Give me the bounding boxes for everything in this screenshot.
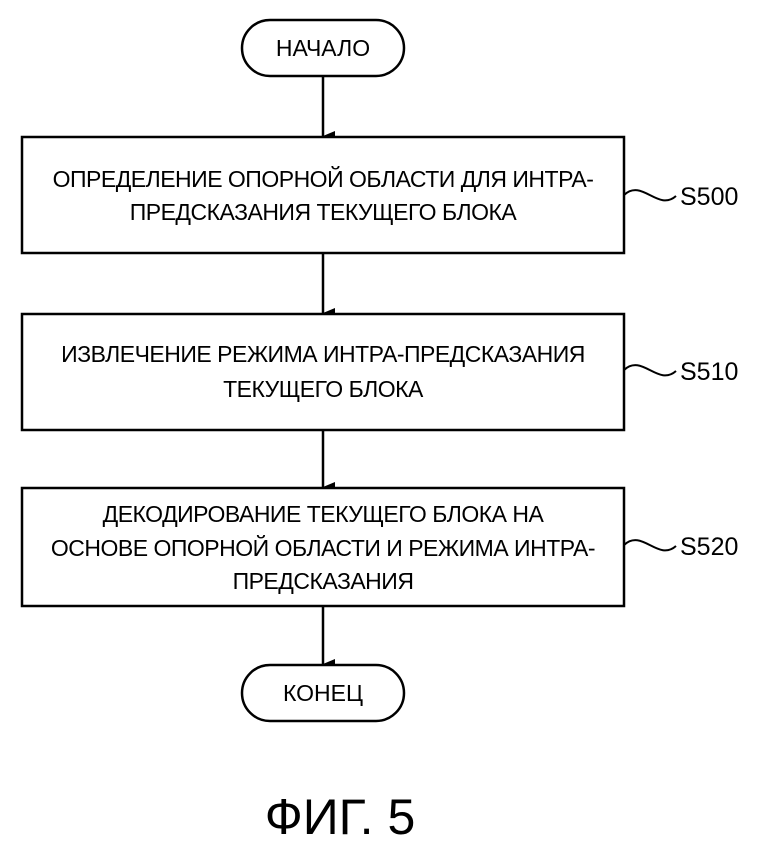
s510-text-line-2: ТЕКУЩЕГО БЛОКА xyxy=(223,376,424,402)
process-box-s510 xyxy=(22,314,624,430)
figure-caption: ФИГ. 5 xyxy=(265,789,416,843)
end-label: КОНЕЦ xyxy=(283,680,363,706)
s510-step-label: S510 xyxy=(680,358,738,386)
s500-step-label: S500 xyxy=(680,183,738,211)
s500-leader-line xyxy=(624,190,676,200)
process-box-s500 xyxy=(22,137,624,253)
s520-step-label: S520 xyxy=(680,533,738,561)
s510-text-line-1: ИЗВЛЕЧЕНИЕ РЕЖИМА ИНТРА-ПРЕДСКАЗАНИЯ xyxy=(61,341,585,367)
s520-leader-line xyxy=(624,540,676,550)
s510-leader-line xyxy=(624,365,676,375)
s500-text-line-2: ПРЕДСКАЗАНИЯ ТЕКУЩЕГО БЛОКА xyxy=(130,199,518,225)
s520-text-line-1: ДЕКОДИРОВАНИЕ ТЕКУЩЕГО БЛОКА НА xyxy=(103,501,545,527)
s500-text-line-1: ОПРЕДЕЛЕНИЕ ОПОРНОЙ ОБЛАСТИ ДЛЯ ИНТРА- xyxy=(53,165,594,192)
s520-text-line-2: ОСНОВЕ ОПОРНОЙ ОБЛАСТИ И РЕЖИМА ИНТРА- xyxy=(51,534,595,561)
start-label: НАЧАЛО xyxy=(276,35,370,61)
s520-text-line-3: ПРЕДСКАЗАНИЯ xyxy=(233,568,414,594)
